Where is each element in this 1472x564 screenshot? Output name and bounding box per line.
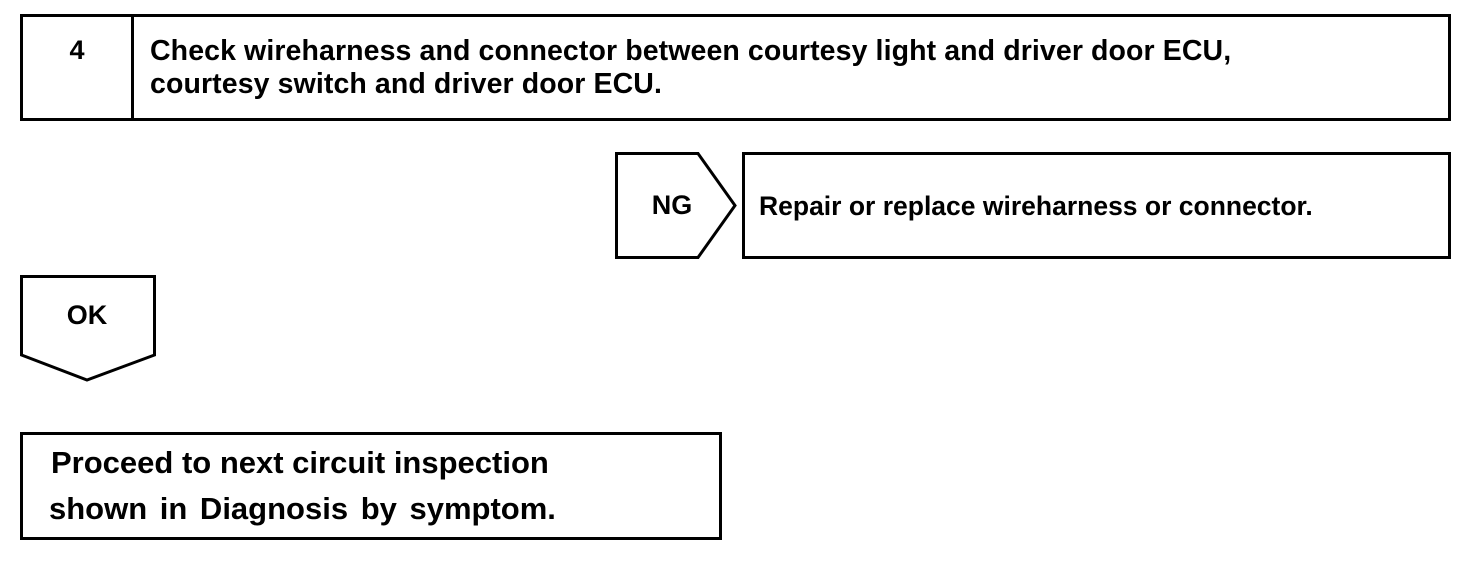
step-number-cell: 4: [23, 17, 134, 118]
ok-arrow-shape: [20, 275, 156, 382]
inspection-step-box: 4 Check wireharness and connector betwee…: [20, 14, 1451, 121]
ng-arrow-shape: [615, 152, 737, 259]
ng-action-text: Repair or replace wireharness or connect…: [759, 191, 1313, 221]
ng-action-box: Repair or replace wireharness or connect…: [742, 152, 1451, 259]
next-step-line-1: Proceed to next circuit inspection: [51, 445, 549, 480]
ng-label: NG: [651, 190, 693, 220]
next-step-box: Proceed to next circuit inspection shown…: [20, 432, 722, 540]
step-description: Check wireharness and connector between …: [150, 35, 1428, 101]
ok-label: OK: [66, 300, 108, 330]
step-number: 4: [69, 35, 85, 65]
next-step-line-2: shown in Diagnosis by symptom.: [49, 491, 556, 526]
step-description-line-2: courtesy switch and driver door ECU.: [150, 68, 662, 100]
step-description-line-1: Check wireharness and connector between …: [150, 35, 1232, 67]
